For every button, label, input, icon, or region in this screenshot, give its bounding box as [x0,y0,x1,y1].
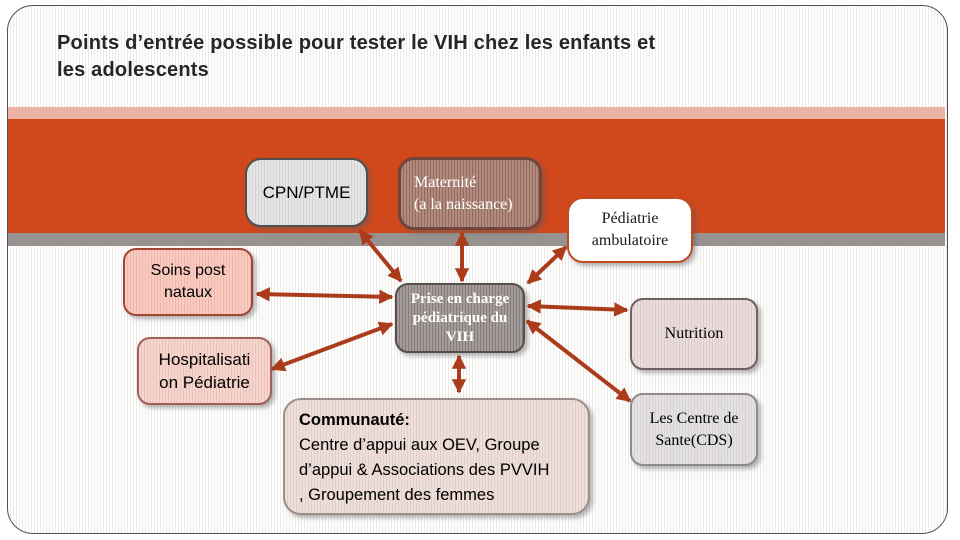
node-communaute-body-line1: Centre d’appui aux OEV, Groupe [299,436,540,454]
node-cds-line1: Les Centre de [649,409,739,427]
banner-strip-pink [8,107,945,119]
node-hospitalisation-line1: Hospitalisati [158,350,251,369]
node-cpn-ptme: CPN/PTME [245,158,368,227]
node-prise-en-charge-line1: Prise en charge [410,290,510,307]
node-nutrition-label: Nutrition [664,325,724,342]
node-prise-en-charge-line2: pédiatrique du [412,309,508,326]
node-nutrition: Nutrition [630,298,758,370]
node-communaute-body-line3: , Groupement des femmes [299,486,495,504]
node-soins-post-nataux: Soins post nataux [123,248,253,316]
node-cpn-ptme-label: CPN/PTME [262,182,351,202]
node-centre-de-sante: Les Centre de Sante(CDS) [630,393,758,466]
node-communaute: Communauté: Centre d’appui aux OEV, Grou… [283,398,590,515]
node-soins-line1: Soins post [150,262,226,279]
banner-strip-gray [8,233,945,246]
node-prise-en-charge-line3: VIH [445,328,475,345]
slide-title-line1: Points d’entrée possible pour tester le … [57,32,656,54]
node-hospitalisation-line2: on Pédiatrie [159,373,250,392]
node-communaute-heading: Communauté: [299,411,410,429]
node-soins-line2: nataux [163,284,213,301]
node-pediatrie-ambulatoire: Pédiatrie ambulatoire [567,197,693,263]
node-hospitalisation-pediatrie: Hospitalisati on Pédiatrie [137,337,272,405]
slide-title-line2: les adolescents [57,59,209,81]
node-prise-en-charge-vih: Prise en charge pédiatrique du VIH [395,283,525,353]
node-maternite-line2: (a la naissance) [414,195,513,213]
node-cds-line2: Sante(CDS) [655,431,733,449]
node-communaute-body-line2: d’appui & Associations des PVVIH [299,461,550,479]
node-pediatrie-ambulatoire-line1: Pédiatrie [601,210,659,227]
node-pediatrie-ambulatoire-line2: ambulatoire [591,232,669,249]
node-maternite-line1: Maternité [414,173,477,191]
slide-title: Points d’entrée possible pour tester le … [57,30,817,84]
node-maternite: Maternité (a la naissance) [398,157,542,230]
